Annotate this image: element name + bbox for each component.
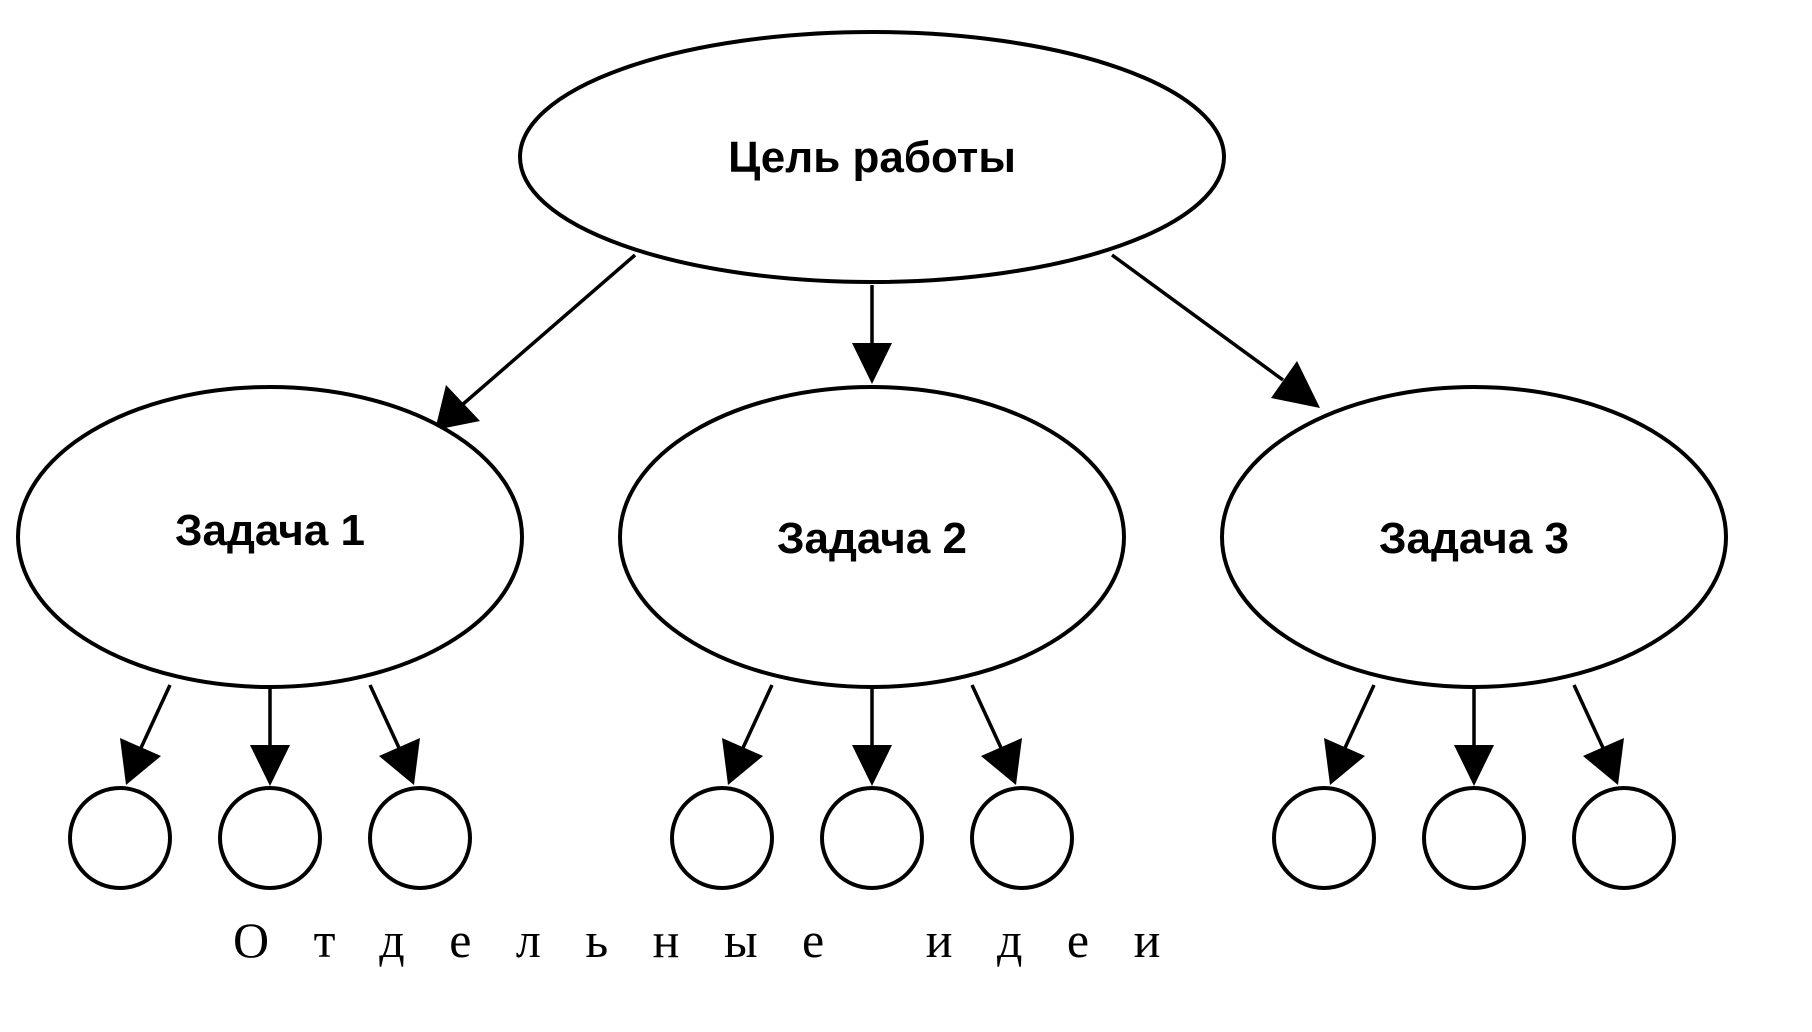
- edge-root-to-task-2: [852, 285, 892, 384]
- edge-task-3-to-idea-2: [1454, 687, 1494, 786]
- caption-ideas: Отдельные идеи: [233, 912, 1205, 968]
- task-node-2: Задача 2: [618, 385, 1126, 689]
- task-node-1: Задача 1: [16, 385, 524, 689]
- task-node-3-label: Задача 3: [1379, 514, 1569, 563]
- task-node-1-label: Задача 1: [175, 506, 365, 555]
- idea-group-task-2: [670, 786, 1074, 890]
- idea-circle: [1572, 786, 1676, 890]
- root-node-label: Цель работы: [728, 133, 1016, 182]
- edge-task-1-to-idea-2: [250, 687, 290, 786]
- edge-task-2-to-idea-1: [722, 684, 774, 785]
- idea-circle: [1272, 786, 1376, 890]
- edge-root-to-task-1: [435, 253, 637, 430]
- idea-circle: [970, 786, 1074, 890]
- edge-task-1-to-idea-3: [368, 684, 420, 785]
- idea-circle: [820, 786, 924, 890]
- task-node-2-label: Задача 2: [777, 514, 967, 563]
- edge-task-2-to-idea-3: [970, 684, 1022, 785]
- idea-circle: [670, 786, 774, 890]
- edge-root-to-task-3: [1110, 253, 1320, 408]
- idea-circle: [68, 786, 172, 890]
- edge-task-1-to-idea-1: [120, 684, 172, 785]
- idea-group-task-3: [1272, 786, 1676, 890]
- task-node-3: Задача 3: [1220, 385, 1728, 689]
- idea-circle: [218, 786, 322, 890]
- idea-circle: [1422, 786, 1526, 890]
- idea-group-task-1: [68, 786, 472, 890]
- edge-task-3-to-idea-1: [1324, 684, 1376, 785]
- root-node: Цель работы: [518, 30, 1226, 284]
- edge-task-3-to-idea-3: [1572, 684, 1624, 785]
- edge-task-2-to-idea-2: [852, 687, 892, 786]
- idea-circle: [368, 786, 472, 890]
